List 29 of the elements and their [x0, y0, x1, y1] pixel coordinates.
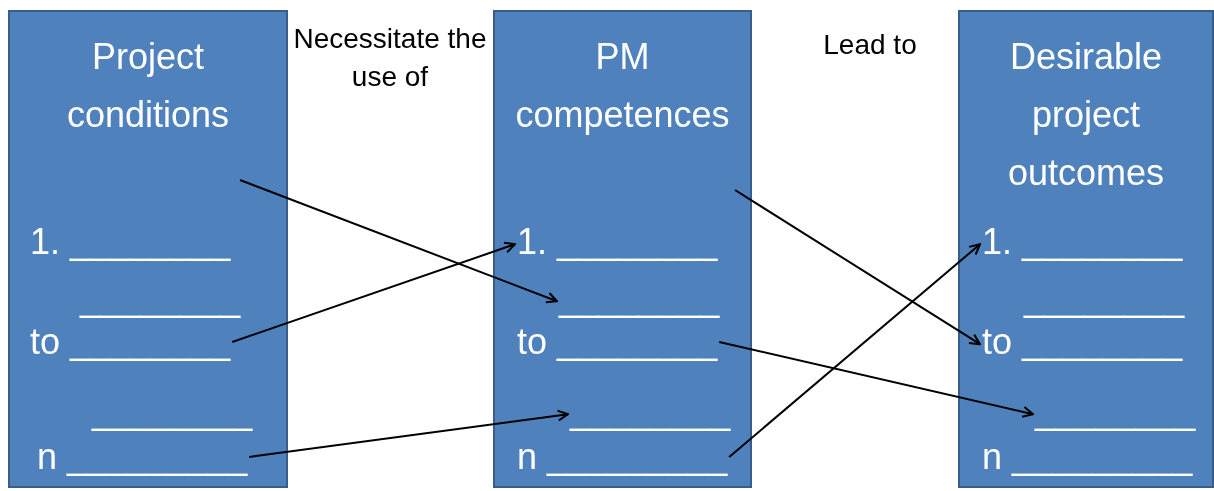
blank-answer-line: 1. ________: [517, 220, 718, 264]
blank-answer-line: 1. ________: [982, 220, 1183, 264]
column-panel: [493, 10, 752, 488]
connector-caption: Necessitate the use of: [292, 22, 488, 94]
blank-answer-line: n _________: [517, 435, 728, 479]
arrow: [248, 409, 569, 458]
blank-answer-line: ________: [559, 277, 720, 321]
arrow: [231, 241, 516, 343]
blank-answer-line: ________: [1024, 277, 1185, 321]
arrow: [239, 179, 558, 304]
blank-answer-line: to ________: [517, 320, 718, 364]
blank-answer-line: ________: [80, 277, 241, 321]
connector-caption: Lead to: [822, 28, 918, 62]
blank-answer-line: to ________: [30, 320, 231, 364]
blank-answer-line: ________: [570, 390, 731, 434]
arrow: [718, 341, 1034, 418]
arrow: [734, 189, 981, 346]
column-panel: [8, 10, 288, 488]
blank-answer-line: ________: [1035, 390, 1196, 434]
blank-answer-line: ________: [92, 390, 253, 434]
blank-answer-line: n _________: [982, 435, 1193, 479]
column-heading: Desirable project outcomes: [1006, 35, 1166, 195]
blank-answer-line: 1. ________: [30, 220, 231, 264]
blank-answer-line: to ________: [982, 320, 1183, 364]
column-heading: PM competences: [514, 35, 731, 137]
blank-answer-line: n _________: [37, 435, 248, 479]
arrow: [728, 243, 981, 458]
column-panel: [958, 10, 1214, 488]
column-heading: Project conditions: [65, 35, 231, 137]
